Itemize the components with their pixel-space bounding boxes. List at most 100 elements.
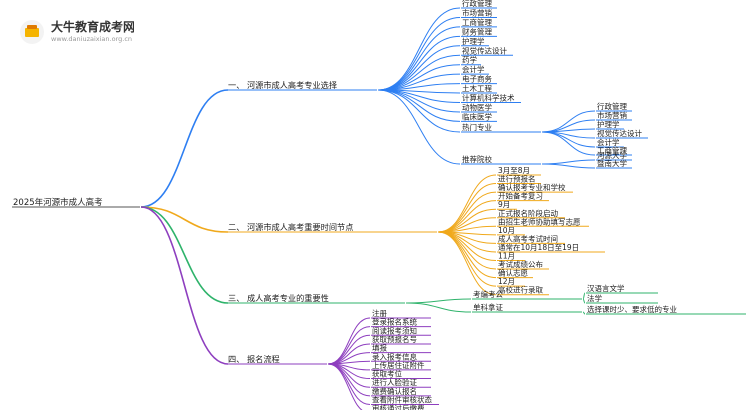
s1-item-8-node: 电子商务 <box>461 74 497 85</box>
s1-item-2-node: 工商管理 <box>461 17 497 28</box>
s1-group-link-1 <box>377 89 461 165</box>
s1-item-3-node: 财务管理 <box>461 26 497 37</box>
s2-item-7-node: 10月 <box>497 226 525 236</box>
s2-item-13: 12月 <box>498 277 515 286</box>
s1-group-0-title: 热门专业 <box>462 122 492 132</box>
s3-group-0-item-0-node: 汉语言文学 <box>586 283 658 294</box>
s1-group-0-link-2 <box>541 128 596 133</box>
s1-group-1-title-node: 推荐院校 <box>461 154 541 165</box>
s1-group-0-item-1-node: 市场营销 <box>596 110 632 121</box>
s2-item-3: 开始备考复习 <box>498 191 543 201</box>
branch-section-3 <box>140 206 229 304</box>
s1-group-0-item-3-node: 视觉传达设计 <box>596 128 648 139</box>
branch-section-4 <box>140 206 229 365</box>
book-icon <box>25 28 39 37</box>
s4-item-2: 阅读报考须知 <box>372 325 417 335</box>
s3-group-1-item-0: 选择课时少、要求低的专业 <box>587 304 677 314</box>
s1-group-0-item-0-node: 行政管理 <box>596 101 632 112</box>
s4-item-2-node: 阅读报考须知 <box>371 325 431 336</box>
s1-group-0-item-2: 护理学 <box>597 119 620 129</box>
section-4-title-node: 四、 报名流程 <box>227 354 327 365</box>
s4-item-6-node: 上传居住证附件 <box>371 360 431 371</box>
s4-item-9: 缴费确认报名 <box>372 386 417 396</box>
s1-group-0-item-0: 行政管理 <box>597 101 627 111</box>
s2-link-3 <box>437 200 497 233</box>
s2-item-14-node: 高校进行录取 <box>497 285 549 296</box>
s1-link-0 <box>377 7 461 91</box>
s3-group-0-title: 考编考公 <box>473 289 503 299</box>
s2-item-4: 9月 <box>498 200 510 209</box>
s1-link-3 <box>377 35 461 91</box>
section-2-title-node: 二、 河源市成人高考重要时间节点 <box>227 222 437 233</box>
s1-item-10: 计算机科学技术 <box>462 93 515 103</box>
s2-item-8: 成人高考考试时间 <box>498 233 558 243</box>
s4-item-1-node: 登录报名系统 <box>371 317 431 328</box>
section-4-title: 四、 报名流程 <box>228 354 280 364</box>
s1-group-0-title-node: 热门专业 <box>461 122 541 133</box>
s2-item-5: 正式报名阶段启动 <box>498 208 558 218</box>
s2-link-12 <box>437 231 497 279</box>
s4-item-11: 审核通过后缴费 <box>372 403 425 410</box>
s3-group-0-link-1 <box>582 298 586 304</box>
s1-group-link-0 <box>377 89 461 133</box>
s1-link-2 <box>377 26 461 91</box>
root-topic-node: 2025年河源市成人高考 <box>12 197 140 208</box>
logo-name: 大牛教育成考网 <box>51 19 134 34</box>
s4-item-0: 注册 <box>372 308 387 318</box>
s1-group-0-link-4 <box>541 131 596 148</box>
s2-item-2: 确认报考专业和学校 <box>498 182 566 192</box>
s4-link-11 <box>327 363 363 410</box>
s2-item-6: 由招生老师协助填写志愿 <box>498 216 581 226</box>
s1-group-0-item-2-node: 护理学 <box>596 119 624 130</box>
section-1-title-node: 一、 河源市成人高考专业选择 <box>227 80 377 91</box>
s4-item-5-node: 录入报考信息 <box>371 351 431 362</box>
s2-item-10-node: 11月 <box>497 252 525 261</box>
s2-item-10: 11月 <box>498 252 515 261</box>
s1-item-2: 工商管理 <box>462 17 492 27</box>
s1-item-6: 药学 <box>462 55 477 65</box>
s2-item-11: 考试成绩公布 <box>498 259 543 269</box>
s4-item-4: 填报 <box>372 343 387 353</box>
s1-link-5 <box>377 54 461 91</box>
s2-item-9-node: 通常在10月18日至19日 <box>497 242 605 253</box>
s1-group-1-link-1 <box>541 163 596 169</box>
s4-item-9-node: 缴费确认报名 <box>371 386 431 397</box>
s1-item-9: 土木工程 <box>462 83 492 93</box>
s1-item-4-node: 护理学 <box>461 36 489 47</box>
s1-item-3: 财务管理 <box>462 26 492 36</box>
s2-item-6-node: 由招生老师协助填写志愿 <box>497 216 589 227</box>
s3-group-0-item-1: 法学 <box>587 293 602 303</box>
s2-item-11-node: 考试成绩公布 <box>497 259 549 270</box>
logo: 大牛教育成考网 www.daniuzaixian.org.cn <box>14 14 135 50</box>
s2-link-0 <box>437 174 497 233</box>
s1-item-10-node: 计算机科学技术 <box>461 93 521 103</box>
s2-item-12-node: 确认志愿 <box>497 268 533 279</box>
s4-item-7-node: 获取考位 <box>371 369 431 380</box>
s2-item-13-node: 12月 <box>497 277 525 287</box>
s1-group-1-item-0-node: 河源大学 <box>596 150 632 161</box>
s2-item-7: 10月 <box>498 226 515 235</box>
s1-item-6-node: 药学 <box>461 55 481 66</box>
s3-group-0-item-0: 汉语言文学 <box>587 283 625 293</box>
s1-item-12-node: 临床医学 <box>461 111 497 122</box>
branch-section-1 <box>140 89 229 208</box>
s1-item-8: 电子商务 <box>462 74 492 84</box>
s3-group-1-title: 单科拿证 <box>473 302 503 312</box>
s1-group-0-item-5-node: 工商管理 <box>596 145 632 156</box>
s4-item-8-node: 进行人脸验证 <box>371 377 431 388</box>
s4-item-1: 登录报名系统 <box>372 317 417 327</box>
s1-group-0-link-5 <box>541 131 596 156</box>
logo-graphic: 大牛教育成考网 www.daniuzaixian.org.cn <box>20 19 135 44</box>
s1-group-1-item-1: 暨南大学 <box>597 158 627 168</box>
s1-item-7: 会计学 <box>462 64 485 74</box>
s2-item-0-node: 3月至8月 <box>497 166 541 176</box>
s4-item-4-node: 填报 <box>371 343 431 354</box>
logo-url: www.daniuzaixian.org.cn <box>51 35 132 43</box>
s1-link-12 <box>377 89 461 122</box>
s1-item-5-node: 视觉传达设计 <box>461 45 513 56</box>
s4-item-6: 上传居住证附件 <box>372 360 425 370</box>
s3-group-0-link-0 <box>582 292 586 300</box>
s4-item-5: 录入报考信息 <box>372 351 417 361</box>
s2-item-14: 高校进行录取 <box>498 285 543 295</box>
